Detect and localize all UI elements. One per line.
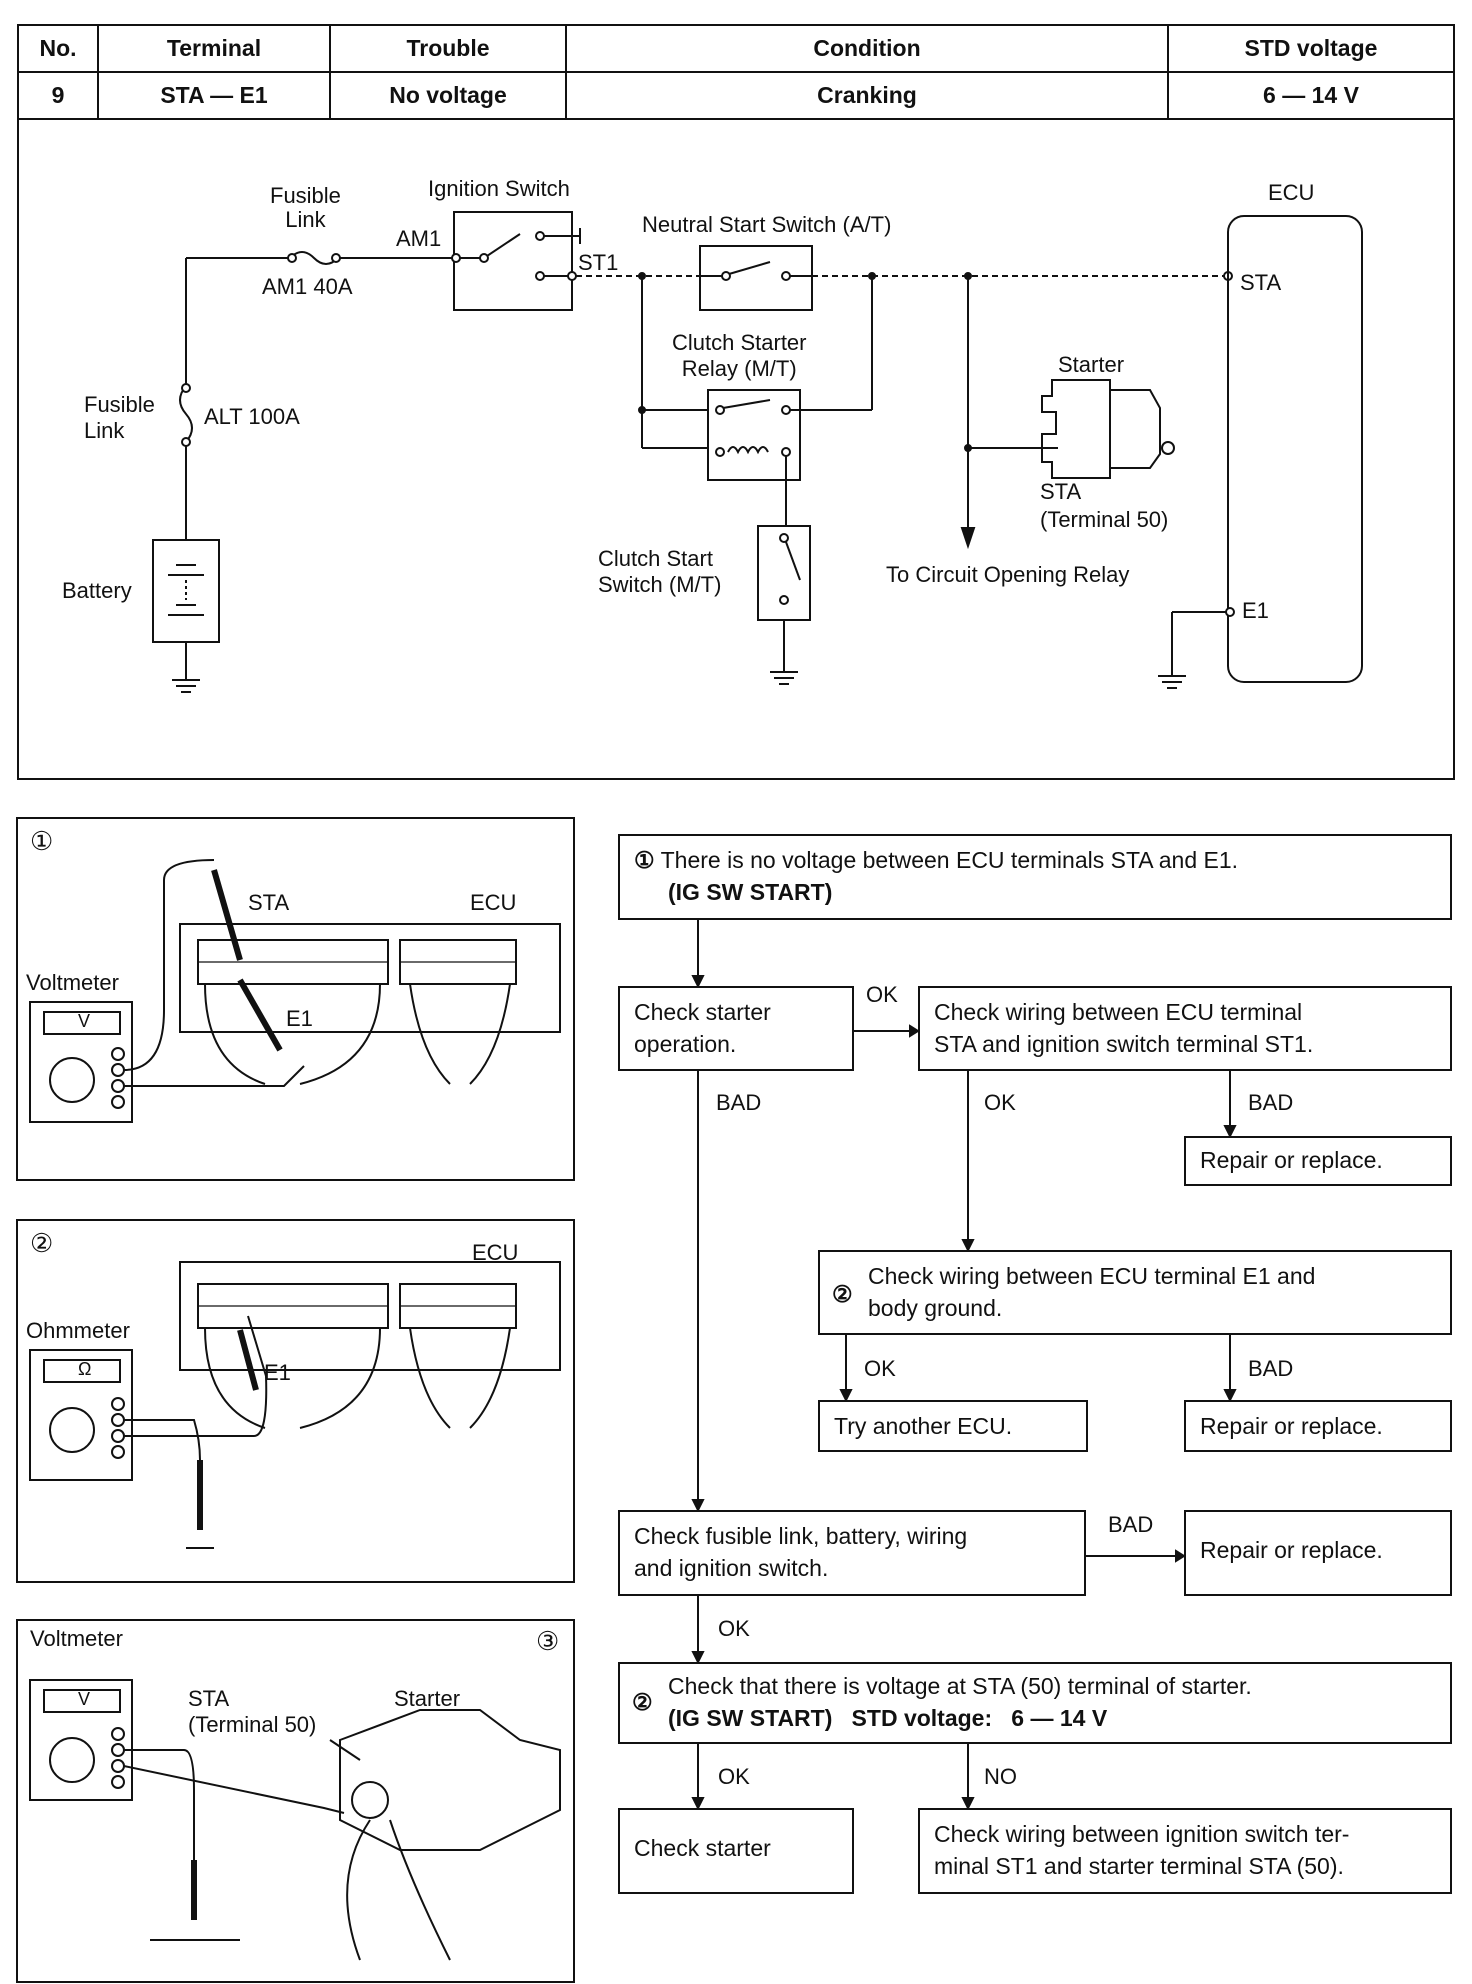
repair-or-replace-box-1: Repair or replace. [1184,1136,1452,1186]
fig3-starter-label: Starter [394,1686,461,1711]
fig1-meter-label: Voltmeter [26,970,119,995]
starter-illustration [339,1709,561,1851]
fig2-number: ② [30,1228,54,1258]
battery-symbol [152,539,220,643]
check-wiring-sta-st1-box: Check wiring between ECU terminal STA an… [918,986,1452,1071]
header-no: No. [17,24,99,73]
header-trouble: Trouble [329,24,567,73]
neutral-start-switch-label: Neutral Start Switch (A/T) [642,212,892,237]
check-voltage-sta-box: ② Check that there is voltage at STA (50… [618,1662,1452,1744]
fig3-number: ③ [536,1626,560,1656]
ignition-switch-label: Ignition Switch [428,176,570,201]
fig3-meter-label: Voltmeter [30,1626,123,1651]
bad-label-3: BAD [1248,1356,1294,1381]
fig3-dial-label: V [78,1689,91,1709]
flow-step1-text: There is no voltage between ECU terminal… [660,847,1239,873]
check-wiring-e1-box: ② Check wiring between ECU terminal E1 a… [818,1250,1452,1335]
fig2-e1-label: E1 [264,1360,291,1385]
trouble-table: No. Terminal Trouble Condition STD volta… [17,24,1455,120]
sta-terminal-50-label: STA (Terminal 50) [1040,479,1169,532]
fig2-dial-label: Ω [78,1359,92,1379]
fig1-e1-label: E1 [286,1006,313,1031]
circuit-diagram-frame [17,118,1455,780]
fig2-meter-label: Ohmmeter [26,1318,130,1343]
am1-label: AM1 [396,226,442,251]
ok-label-5: OK [718,1764,750,1789]
ok-label-3: OK [864,1356,896,1381]
fusible-link-left-label: Fusible Link [84,392,155,443]
clutch-start-switch-label: Clutch Start Switch (M/T) [598,546,722,597]
check-voltage-sta-text: Check that there is voltage at STA (50) … [668,1673,1252,1699]
e1-terminal-label: E1 [1242,598,1269,623]
header-condition: Condition [565,24,1169,73]
flow-step2-number: ② [832,1281,853,1307]
check-starter-operation-box: Check starter operation. [618,986,854,1071]
ok-label-2: OK [984,1090,1016,1115]
st1-label: ST1 [578,250,619,275]
header-std-voltage: STD voltage [1167,24,1455,73]
ok-label-1: OK [866,982,898,1007]
am1-40a-label: AM1 40A [262,274,353,299]
fig2-ecu-label: ECU [472,1240,519,1265]
fig1-sta-label: STA [248,890,290,915]
flow-step1-bold: (IG SW START) [668,879,833,905]
battery-label: Battery [62,578,132,603]
fig1-ecu-label: ECU [470,890,517,915]
starter-label: Starter [1058,352,1125,377]
flow-step3-number: ② [632,1689,653,1715]
starter-motor-symbol [1041,379,1161,479]
repair-or-replace-box-2: Repair or replace. [1184,1400,1452,1452]
fig1-dial-label: V [78,1011,91,1031]
cell-terminal: STA — E1 [97,71,331,120]
alt-100a-label: ALT 100A [204,404,300,429]
flow-step1-number: ① [634,847,655,873]
bad-label-1: BAD [716,1090,762,1115]
cell-trouble: No voltage [329,71,567,120]
cell-no: 9 [17,71,99,120]
fusible-link-top-label: Fusible Link [270,183,341,232]
check-starter-box: Check starter [618,1808,854,1894]
fig1-number: ① [30,826,54,856]
no-label: NO [984,1764,1017,1789]
table-header-row: No. Terminal Trouble Condition STD volta… [17,24,1455,73]
try-another-ecu-box: Try another ECU. [818,1400,1088,1452]
fig3-sta-label: STA (Terminal 50) [188,1686,317,1737]
table-row: 9 STA — E1 No voltage Cranking 6 — 14 V [17,71,1455,120]
check-wiring-e1-text: Check wiring between ECU terminal E1 and… [868,1263,1316,1321]
check-voltage-sta-bold: (IG SW START) STD voltage: 6 — 14 V [668,1705,1108,1731]
check-fusible-link-box: Check fusible link, battery, wiring and … [618,1510,1086,1596]
circuit-opening-relay-label: To Circuit Opening Relay [886,562,1130,587]
repair-or-replace-box-3: Repair or replace. [1184,1510,1452,1596]
bad-label-2: BAD [1248,1090,1294,1115]
ecu-label: ECU [1268,180,1315,205]
check-wiring-st1-sta-box: Check wiring between ignition switch ter… [918,1808,1452,1894]
sta-terminal-label: STA [1240,270,1282,295]
header-terminal: Terminal [97,24,331,73]
ok-label-4: OK [718,1616,750,1641]
clutch-starter-relay-label: Clutch Starter Relay (M/T) [672,330,807,381]
bad-label-4: BAD [1108,1512,1154,1537]
